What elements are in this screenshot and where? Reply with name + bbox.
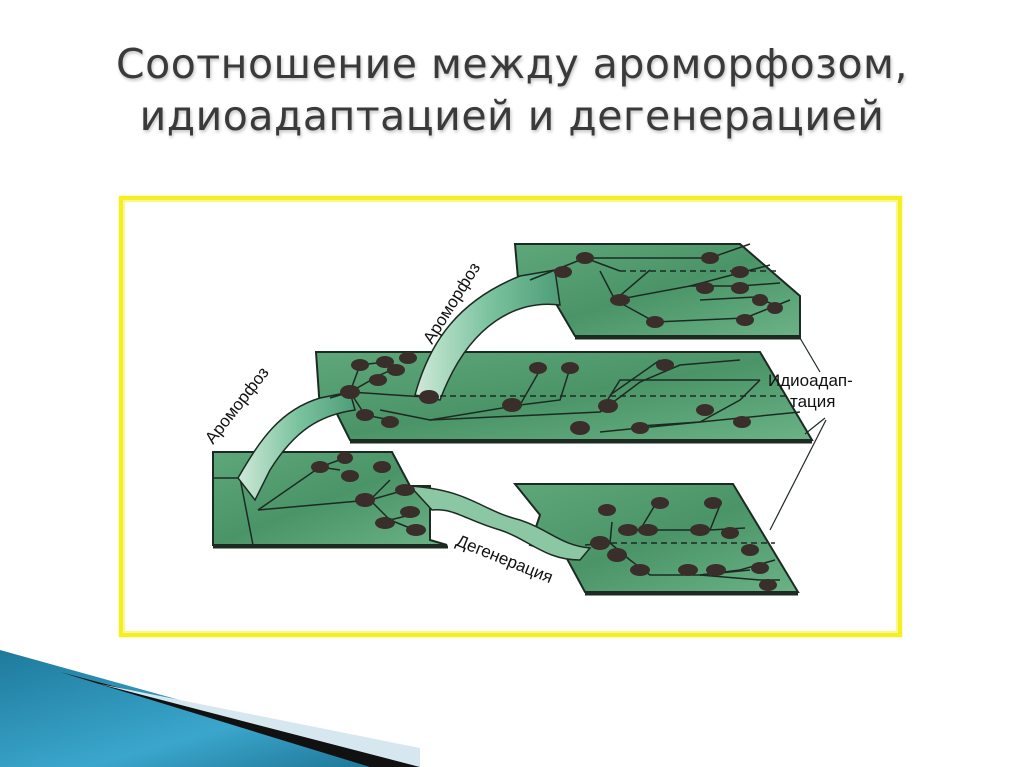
title-line-1: Соотношение между ароморфозом, [115,40,909,88]
lower-right-plate [512,483,800,596]
aromorphosis-upper-path [414,269,561,401]
label-idioadaptation-2: тация [790,392,836,411]
aromorphosis-lower-path [237,391,356,502]
nodes [311,252,783,591]
degeneration-path [408,485,592,561]
idioadaptation-pointers [769,337,827,531]
label-idioadaptation-1: Идиоадап- [768,371,853,390]
slide-title: Соотношение между ароморфозом, идиоадапт… [0,38,1024,142]
title-line-2: идиоадаптацией и дегенерацией [139,92,885,140]
